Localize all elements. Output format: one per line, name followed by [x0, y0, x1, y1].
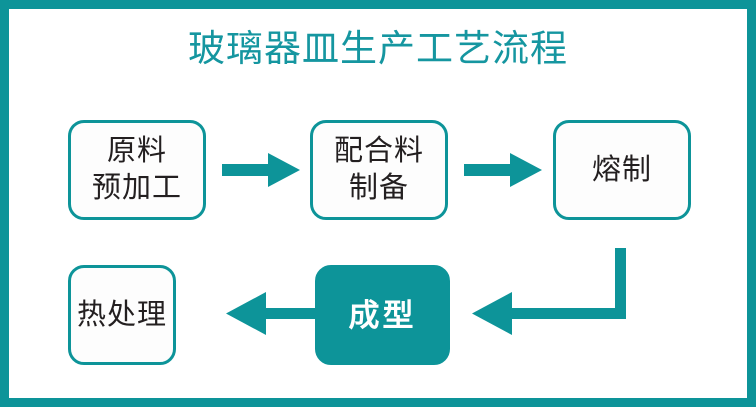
process-node-batch-prep[interactable]: 配合料 制备 [310, 120, 448, 220]
process-node-forming[interactable]: 成型 [315, 265, 450, 365]
arrow-batch-prep-to-melting [464, 153, 542, 187]
process-node-label: 配合料 制备 [333, 135, 424, 204]
process-node-raw-material[interactable]: 原料 预加工 [68, 120, 206, 220]
process-node-label: 成型 [348, 297, 417, 333]
arrow-forming-to-heat-treatment [226, 292, 318, 335]
process-node-label: 熔制 [591, 153, 652, 186]
page-title: 玻璃器皿生产工艺流程 [188, 28, 568, 69]
process-node-label: 原料 预加工 [91, 135, 182, 204]
process-node-heat-treatment[interactable]: 热处理 [68, 265, 176, 365]
process-node-label: 热处理 [76, 298, 167, 331]
arrow-raw-material-to-batch-prep [222, 153, 300, 187]
arrow-melting-to-forming [472, 248, 626, 335]
process-node-melting[interactable]: 熔制 [553, 120, 691, 220]
